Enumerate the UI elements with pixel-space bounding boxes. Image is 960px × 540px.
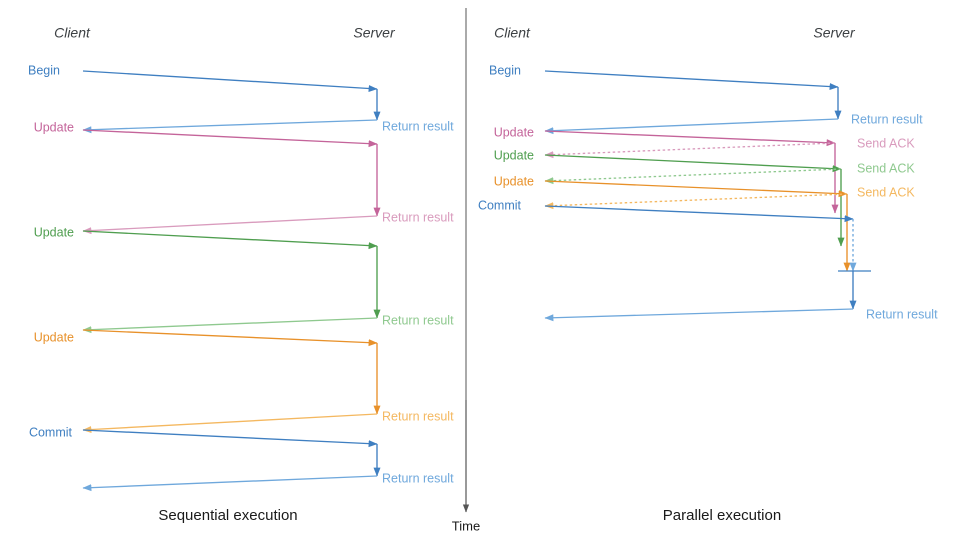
message-arrow-begin-request [544,70,839,91]
message-label-update-2-request: Update [494,148,534,162]
message-label-update-2-return: Return result [382,313,454,327]
message-label-commit-return: Return result [866,307,938,321]
message-arrow-update-3-request [544,180,848,198]
message-label-update-1-return: Return result [382,210,454,224]
actor-label-client: Client [54,25,91,41]
message-arrow-update-3-ack [544,193,848,210]
time-axis: Time [452,400,480,533]
message-arrow-update-1-request [82,129,378,148]
message-label-update-2-ack: Send ACK [857,161,915,175]
message-label-begin-request: Begin [28,63,60,77]
message-arrow-update-2-ack [544,168,842,185]
message-label-begin-request: Begin [489,63,521,77]
message-arrow-begin-return [82,119,378,134]
message-arrow-commit-request [82,429,378,448]
message-arrow-update-1-request [544,130,836,147]
message-label-update-3-request: Update [494,174,534,188]
message-label-begin-return: Return result [382,119,454,133]
message-arrow-commit-return [82,475,378,492]
message-label-begin-return: Return result [851,112,923,126]
actor-label-server: Server [813,25,856,41]
message-arrow-commit-return [544,308,854,322]
message-label-update-1-request: Update [494,125,534,139]
message-arrow-update-2-request [544,154,842,173]
message-label-update-3-return: Return result [382,409,454,423]
panel-caption-parallel: Parallel execution [663,507,781,524]
message-arrow-update-2-request [82,230,378,250]
message-label-update-3-request: Update [34,330,74,344]
message-label-commit-request: Commit [478,198,522,212]
actor-label-client: Client [494,25,531,41]
message-arrow-update-3-return [82,413,378,434]
message-arrow-update-1-return [82,215,378,235]
message-label-update-1-request: Update [34,120,74,134]
message-arrow-update-1-ack [544,142,836,159]
message-label-commit-request: Commit [29,425,73,439]
message-arrow-update-2-return [82,317,378,334]
time-axis-label: Time [452,518,480,533]
message-arrow-update-3-request [82,329,378,347]
actor-label-server: Server [353,25,396,41]
panel-caption-sequential: Sequential execution [158,507,297,524]
message-label-update-3-ack: Send ACK [857,185,915,199]
message-arrow-commit-request [544,205,854,223]
message-label-update-2-request: Update [34,225,74,239]
message-arrow-begin-return [544,118,839,135]
message-arrow-begin-request [82,70,378,92]
message-label-commit-return: Return result [382,471,454,485]
message-label-update-1-ack: Send ACK [857,136,915,150]
